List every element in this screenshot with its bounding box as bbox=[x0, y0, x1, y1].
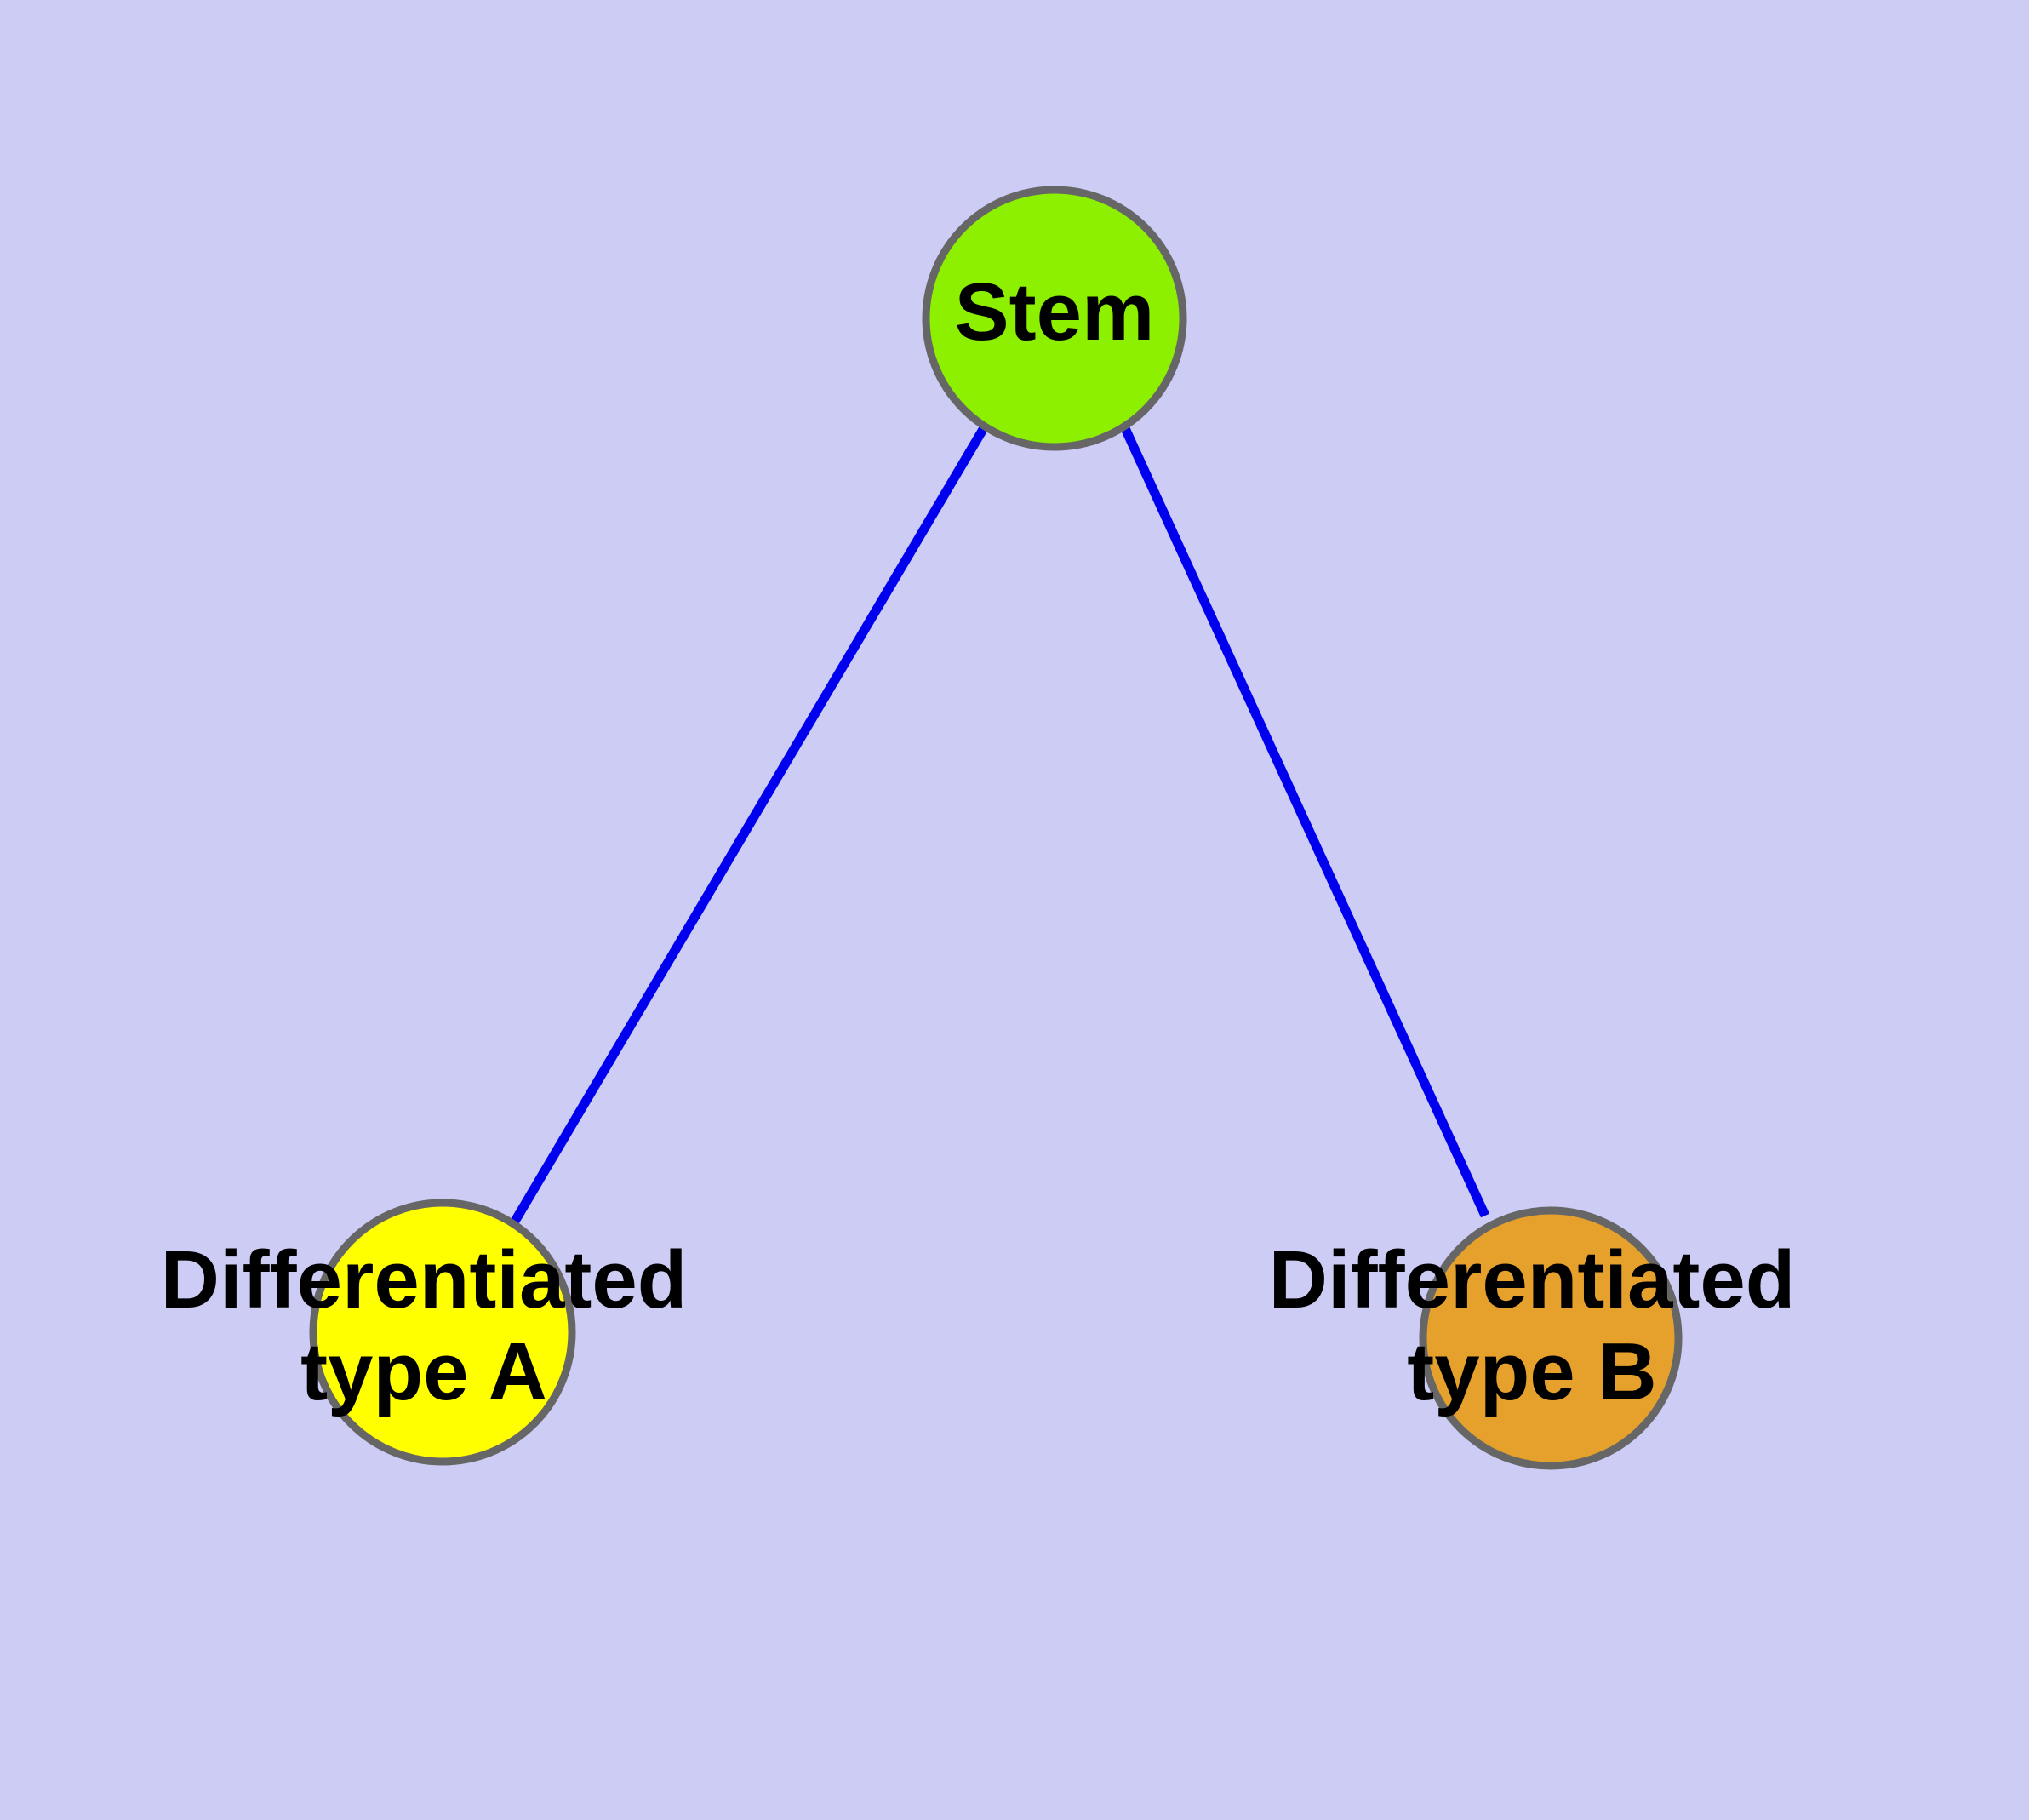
node-circle-diff-a[interactable] bbox=[309, 1199, 576, 1466]
node-circle-stem[interactable] bbox=[922, 186, 1187, 451]
node-label-line: type B bbox=[1407, 1327, 1656, 1418]
graph-edge-stem-to-diff-b[interactable] bbox=[1119, 424, 1490, 1218]
graph-node-stem[interactable] bbox=[922, 186, 1187, 451]
node-label-line: type A bbox=[300, 1327, 547, 1418]
node-label-line: Differentiated bbox=[1269, 1234, 1796, 1325]
graph-node-diff-b[interactable] bbox=[1419, 1206, 1683, 1470]
graph-edge-stem-to-diff-a[interactable] bbox=[509, 424, 989, 1227]
node-label-line: Differentiated bbox=[161, 1234, 688, 1325]
node-circle-diff-b[interactable] bbox=[1419, 1206, 1683, 1470]
node-label-stem: Stem bbox=[955, 266, 1155, 358]
graph-node-diff-a[interactable] bbox=[309, 1199, 576, 1466]
node-label-line: Stem bbox=[955, 266, 1155, 358]
edge-layer bbox=[509, 424, 1490, 1227]
